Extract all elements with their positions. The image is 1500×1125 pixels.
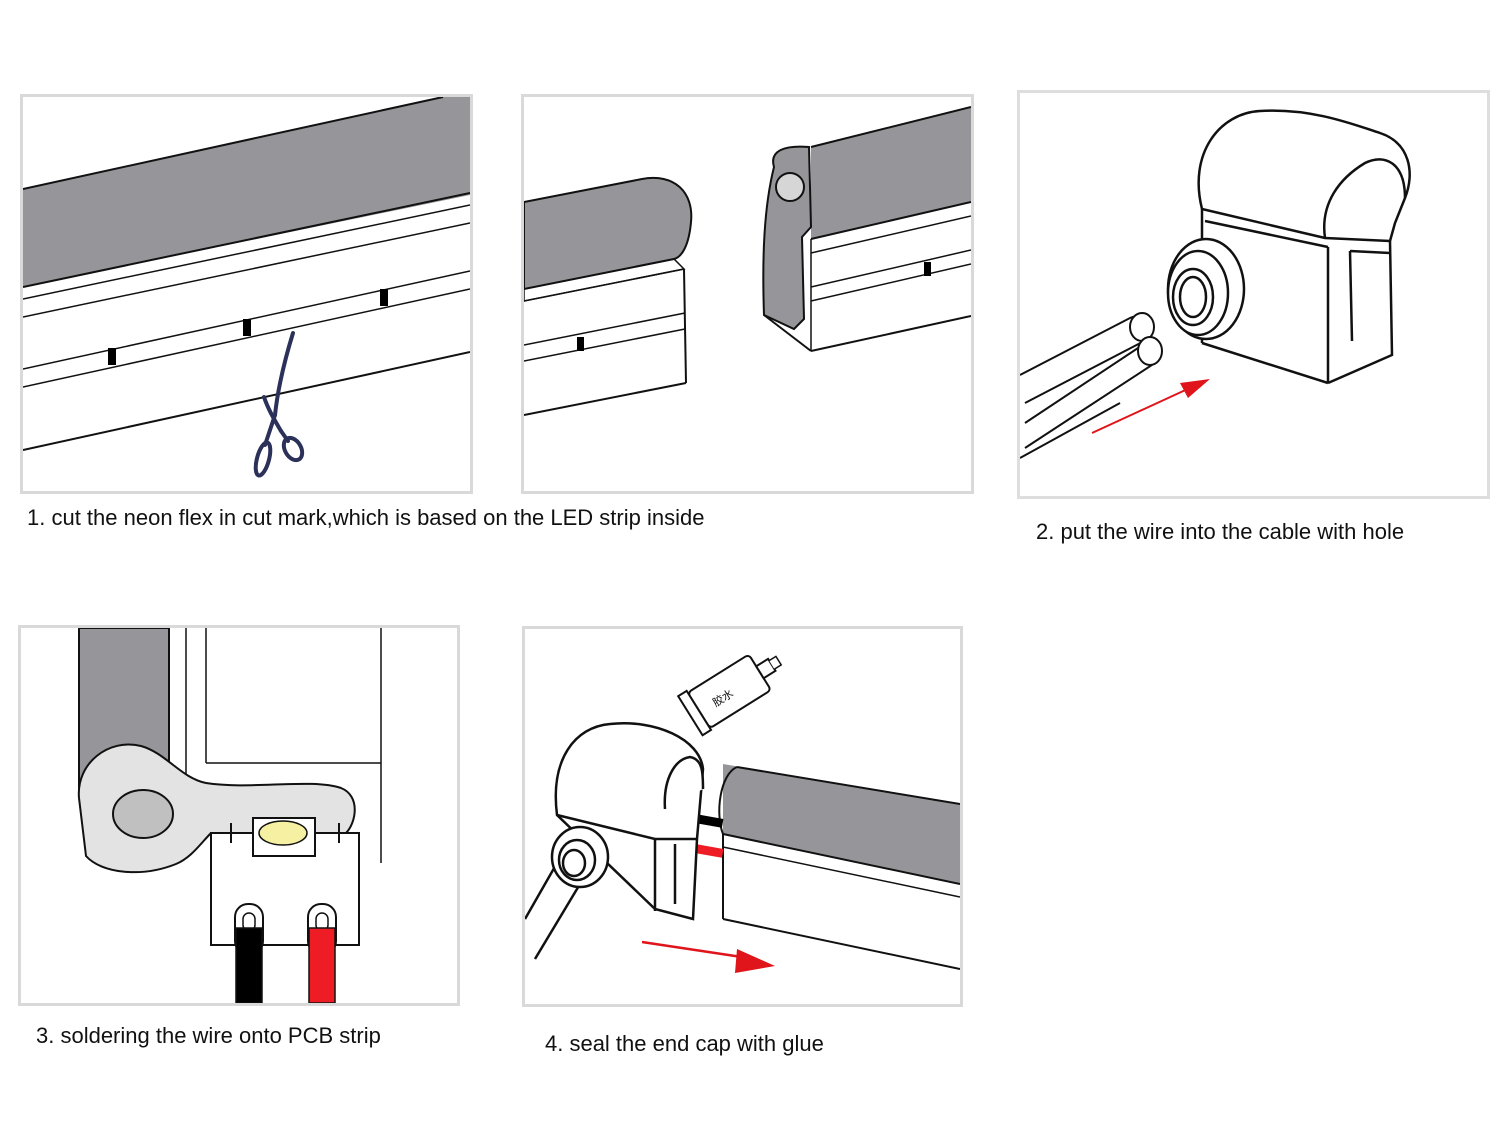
cut-mark	[380, 289, 388, 306]
scissors-icon	[253, 331, 305, 478]
cut-ends-illustration	[524, 106, 971, 416]
panel-soldering-pcb	[18, 625, 460, 1006]
panel-cut-ends	[521, 94, 974, 494]
cut-illustration	[23, 97, 470, 478]
panel-cut-neon-flex	[20, 94, 473, 494]
arrow-icon	[641, 940, 775, 973]
step-3-caption: 3. soldering the wire onto PCB strip	[36, 1023, 381, 1048]
black-wire	[235, 927, 263, 1003]
glue-tube-icon: 胶水	[676, 654, 783, 737]
step-4-caption: 4. seal the end cap with glue	[545, 1031, 824, 1056]
red-wire	[308, 927, 336, 1003]
end-cap-illustration	[1020, 109, 1411, 459]
arrow-icon	[1091, 379, 1210, 434]
step-2-caption: 2. put the wire into the cable with hole	[1036, 519, 1405, 544]
panel-wire-into-cap	[1017, 90, 1490, 499]
soldering-illustration	[77, 628, 382, 1003]
cut-mark	[243, 319, 251, 336]
panel-seal-glue: 胶水	[522, 626, 963, 1007]
sealing-illustration: 胶水	[525, 654, 960, 973]
cut-mark	[108, 348, 116, 365]
step-1-caption: 1. cut the neon flex in cut mark,which i…	[27, 505, 705, 530]
